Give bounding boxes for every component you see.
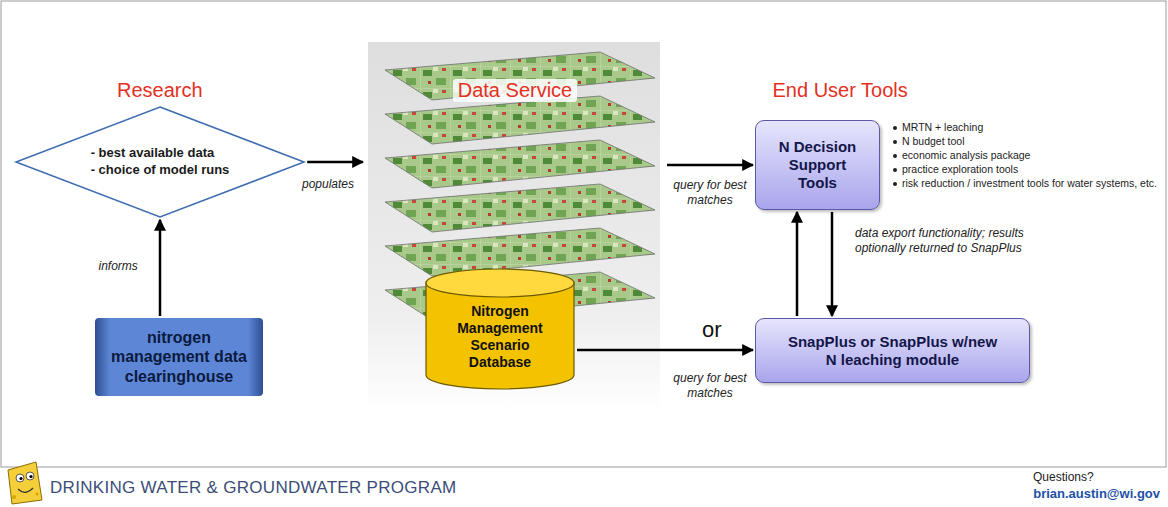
text-group: - best available data- choice of model r…	[91, 145, 230, 179]
edge-label: query for best matches	[667, 178, 753, 208]
node-text: Nitrogen Management Scenario Database	[445, 303, 555, 370]
diamond-shape	[16, 107, 304, 217]
decision-diamond: - best available data- choice of model r…	[15, 106, 305, 218]
cheese-mascot	[8, 462, 42, 504]
column-heading: End User Tools	[773, 79, 908, 102]
arrow-connector	[796, 212, 799, 316]
bullet-item: risk reduction / investment tools for wa…	[892, 177, 1164, 191]
contact-email: brian.austin@wi.gov	[1033, 486, 1160, 501]
or-label: or	[702, 317, 722, 343]
bullet-item: MRTN + leaching	[892, 121, 1164, 135]
bullet-item: economic analysis package	[892, 149, 1164, 163]
edge-label: informs	[96, 259, 141, 274]
node-text: nitrogen management data clearinghouse	[109, 328, 249, 386]
node-text: SnapPlus or SnapPlus w/new N leaching mo…	[784, 333, 1001, 369]
arrow-connector	[577, 349, 753, 352]
map-layer	[385, 184, 655, 232]
tool-box: N Decision Support Tools	[755, 120, 880, 210]
node-text: - best available data	[91, 145, 230, 162]
column-heading: Research	[117, 79, 203, 102]
edge-label: data export functionality; results optio…	[852, 226, 1073, 256]
cylinder-body	[426, 282, 574, 389]
arrow-connector	[667, 164, 753, 167]
map-backdrop	[368, 42, 660, 412]
arrow-connector	[831, 212, 834, 316]
tool-box: SnapPlus or SnapPlus w/new N leaching mo…	[755, 318, 1030, 383]
source-box: nitrogen management data clearinghouse	[95, 318, 263, 396]
edge-label: query for best matches	[667, 371, 753, 401]
data-service-panel: Data ServiceNitrogen Management Scenario…	[365, 45, 665, 400]
map-layer-stack	[385, 52, 655, 320]
bullet-item: practice exploration tools	[892, 163, 1164, 177]
arrow-connector	[307, 161, 363, 164]
slide-frame	[1, 1, 1166, 467]
text-group: Data Service	[453, 79, 578, 102]
node-text: - choice of model runs	[91, 162, 230, 179]
database-cylinder: Nitrogen Management Scenario Database	[425, 268, 575, 390]
arrow-connector	[159, 220, 162, 316]
node-text: Data Service	[458, 79, 573, 102]
map-layer	[385, 96, 655, 144]
text-group: SnapPlus or SnapPlus w/new N leaching mo…	[784, 333, 1001, 369]
node-text: N Decision Support Tools	[768, 138, 867, 192]
text-group: N Decision Support Tools	[768, 138, 867, 192]
map-layer	[385, 140, 655, 188]
bullet-item: N budget tool	[892, 135, 1164, 149]
edge-label: populates	[299, 177, 357, 192]
cylinder-top	[426, 269, 574, 297]
text-group: Nitrogen Management Scenario Database	[445, 303, 555, 370]
text-group: nitrogen management data clearinghouse	[109, 328, 249, 386]
contact-note: Questions?	[1033, 470, 1094, 484]
program-name: DRINKING WATER & GROUNDWATER PROGRAM	[50, 478, 457, 498]
map-layer	[385, 228, 655, 276]
